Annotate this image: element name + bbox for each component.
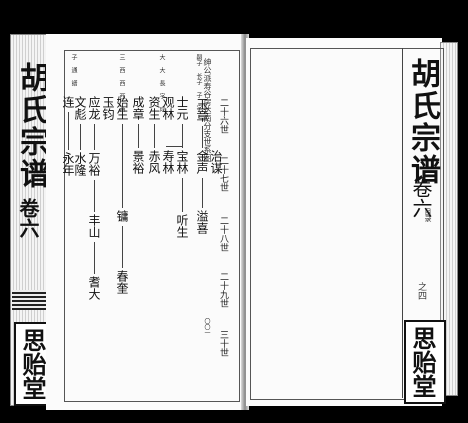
person-chengzhang: 成章 [131,96,145,120]
right-page-volume: 卷六 [409,178,433,218]
section-header: 绅公派寿谷房达南分支世系图 [203,58,212,162]
header-note-4: 子 通 譜 [70,54,77,86]
person-wanyu: 万裕 [87,152,101,176]
right-page-title: 胡氏宗谱 [405,58,440,186]
person-guanlin: 观林 [161,96,175,120]
person-shisheng: 始生 [115,96,129,120]
person-yongnian: 永年 [61,152,75,176]
person-shuilong: 水隆 [73,152,87,176]
tree-line [202,178,203,208]
page-stack-right [440,42,458,396]
person-zisheng: 资生 [147,96,161,120]
tree-line [94,180,95,212]
person-yujun: 玉钧 [101,96,115,120]
tree-line [202,126,203,148]
tree-line [122,124,123,208]
right-hall-name: 思贻堂 [408,326,437,398]
header-note-1: 嗣子 长子 子 字 [195,54,202,111]
person-chunkui: 春奎 [115,270,129,294]
person-yinglong: 应龙 [87,96,101,120]
tree-line [122,226,123,268]
tree-line [94,124,95,150]
tree-line [80,124,81,150]
person-lian: 连 [61,96,75,108]
header-note-2: 大 大 長 字 成 [158,54,165,112]
spine-band [12,290,52,310]
tree-line [182,124,183,148]
spine-title: 胡氏宗谱 [14,62,49,190]
person-jinsheng: 金声 [195,150,209,174]
right-hall-box: 思贻堂 [404,320,446,404]
right-page-frame [250,48,444,400]
generation-27-label: 二十七世 [218,156,228,192]
person-tingsheng: 听生 [175,214,189,238]
spine-hall-name: 思贻堂 [18,328,47,400]
generation-28-label: 二十八世 [218,216,228,252]
generation-26-label: 二十六世 [218,98,228,134]
generation-30-label: 三十世 [218,330,228,357]
tree-line [166,146,182,147]
tree-line [68,112,69,150]
person-yong: 镛 [115,210,129,222]
generation-29-label: 二十九世 [218,272,228,308]
tree-line [138,124,139,148]
right-page-number: 之四 [416,282,426,300]
person-yixi: 溢喜 [195,210,209,234]
tree-line [94,242,95,274]
person-shiyuan: 士元 [175,96,189,120]
header-note-3: 三 西 西 西 西 [118,54,125,112]
gutter [241,34,249,410]
person-shoulin: 寿林 [161,150,175,174]
person-yuzhang: 玉章 [195,98,209,122]
tree-line [182,178,183,212]
person-zhimou: 治谋 [209,150,223,174]
person-baolin: 宝林 [175,150,189,174]
tree-line [154,124,155,148]
person-fengshan: 丰山 [87,214,101,238]
person-qida: 耆大 [87,276,101,300]
right-page-subtitle: 目录 [424,208,432,222]
person-chifeng: 赤风 [147,150,161,174]
right-page-rule [402,48,403,398]
spine-volume: 卷六 [16,198,40,238]
genealogy-frame [64,50,240,402]
person-wenbiao: 文彪 [73,96,87,120]
person-jingyu: 景裕 [131,150,145,174]
left-page-number: 〇〇一 [203,318,210,336]
